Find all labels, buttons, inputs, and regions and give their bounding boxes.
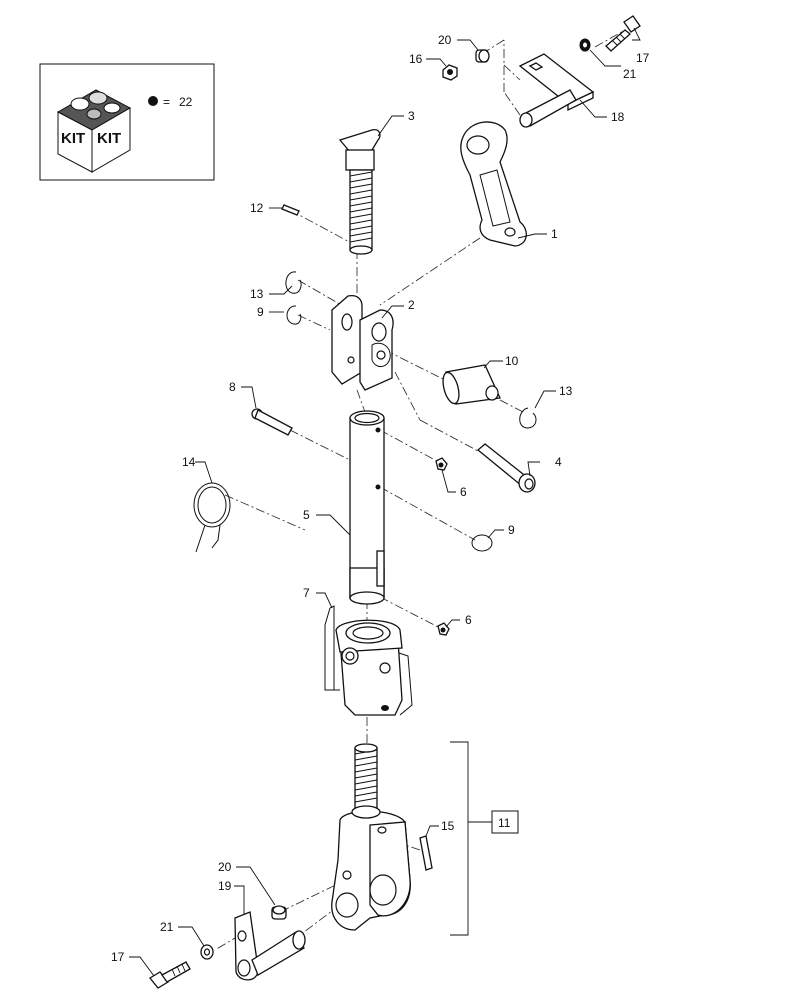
kit-box-icon — [56, 89, 132, 173]
callout-4: 4 — [555, 455, 562, 469]
callout-2: 2 — [408, 298, 415, 312]
kit-item-number: 22 — [179, 95, 193, 109]
assembly-lines — [214, 29, 626, 951]
callout-labels: 1 2 3 4 5 6 6 7 8 9 9 10 11 12 13 13 14 … — [111, 33, 650, 964]
part-ring-9-top — [286, 305, 302, 325]
part-bolt-17-bottom — [149, 961, 191, 989]
callout-15: 15 — [441, 819, 455, 833]
part-nut-16 — [442, 64, 458, 81]
callout-14: 14 — [182, 455, 196, 469]
callout-9-right: 9 — [508, 523, 515, 537]
kit-label-right: KIT — [97, 130, 121, 147]
part-fork-assembly-11 — [331, 743, 411, 931]
kit-equals: = — [163, 95, 170, 109]
part-pin-plate-18 — [518, 53, 595, 128]
part-lever-1 — [460, 121, 527, 247]
callout-20-top: 20 — [438, 33, 452, 47]
kit-legend: KIT KIT = 22 — [39, 63, 215, 181]
part-housing-7 — [324, 605, 413, 716]
kit-label-left: KIT — [61, 130, 85, 147]
part-bracket-19 — [234, 911, 306, 981]
callout-8: 8 — [229, 380, 236, 394]
callout-21-top: 21 — [623, 67, 637, 81]
part-spring-clip-14 — [193, 482, 231, 553]
part-pin-10 — [442, 364, 501, 405]
part-threaded-rod-3 — [338, 129, 381, 255]
part-grease-fitting-6-top — [435, 457, 448, 471]
callout-11: 11 — [498, 816, 511, 830]
callout-12: 12 — [250, 201, 264, 215]
part-pin-8 — [251, 408, 293, 436]
callout-17-top: 17 — [636, 51, 650, 65]
part-ring-9-right — [471, 534, 493, 552]
callout-1: 1 — [551, 227, 558, 241]
callout-7: 7 — [303, 586, 310, 600]
callout-20-bottom: 20 — [218, 860, 232, 874]
part-tube-5 — [349, 410, 385, 605]
callout-21-bottom: 21 — [160, 920, 174, 934]
callout-9-top: 9 — [257, 305, 264, 319]
callout-6-bottom: 6 — [465, 613, 472, 627]
callout-16: 16 — [409, 52, 423, 66]
part-spacer-20-bottom — [271, 905, 287, 920]
leader-lines — [129, 27, 641, 977]
part-clevis-2 — [331, 294, 394, 391]
callout-5: 5 — [303, 508, 310, 522]
part-washer-21-bottom — [200, 944, 214, 960]
kit-bullet-icon — [148, 96, 158, 106]
callout-6-top: 6 — [460, 485, 467, 499]
callout-13-top: 13 — [250, 287, 264, 301]
callout-17-bottom: 17 — [111, 950, 125, 964]
callout-18: 18 — [611, 110, 625, 124]
callout-3: 3 — [408, 109, 415, 123]
part-bolt-17-top — [605, 15, 641, 52]
part-circlip-13-top — [285, 271, 302, 294]
part-washer-21-top — [579, 38, 591, 52]
callout-13-right: 13 — [559, 384, 573, 398]
part-circlip-13-right — [519, 407, 537, 429]
part-pin-12 — [281, 204, 300, 216]
callout-19: 19 — [218, 879, 232, 893]
part-spacer-20-top — [475, 49, 490, 63]
callout-10: 10 — [505, 354, 519, 368]
part-pin-4 — [476, 443, 536, 493]
part-pin-15 — [419, 835, 433, 871]
part-grease-fitting-6-bottom — [437, 622, 450, 636]
assembly-11-bracket — [450, 741, 519, 936]
